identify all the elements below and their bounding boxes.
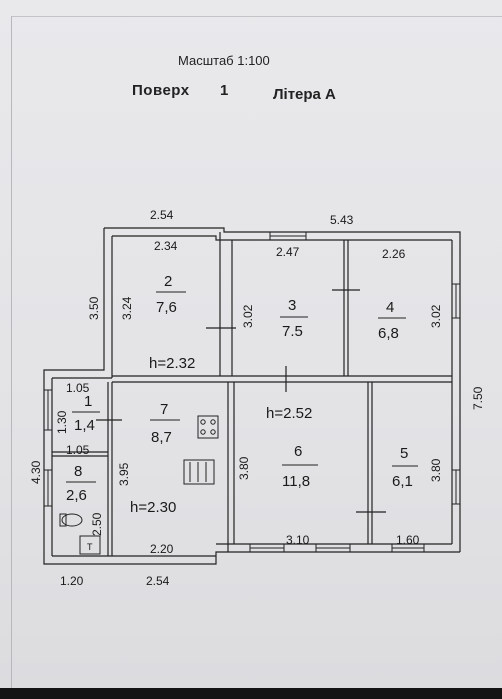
room-6-number: 6 [294, 443, 302, 460]
litera-label: Літера А [273, 86, 336, 103]
stove-icon [197, 415, 219, 439]
floor-label: Поверх [132, 82, 190, 99]
room-6: h=2.52 6 11,8 3.80 3.10 [237, 405, 312, 547]
room-7-number: 7 [160, 401, 168, 418]
room-6-area: 11,8 [282, 473, 310, 490]
doors [96, 289, 386, 513]
room-1-number: 1 [84, 393, 92, 410]
dim-top-left: 2.54 [150, 208, 174, 222]
room-2-number: 2 [164, 273, 172, 290]
room-1-length: 1.30 [55, 410, 69, 434]
room-3: 2.47 3.02 3 7.5 [241, 245, 303, 340]
kitchen-width: 2.20 [150, 542, 174, 556]
dim-left-upper: 3.50 [87, 296, 101, 320]
room-2-height: h=2.32 [149, 355, 195, 372]
toilet-mark: T [87, 542, 93, 552]
room-3-area: 7.5 [282, 323, 303, 340]
room-2-width: 2.34 [154, 239, 178, 253]
room-2-length: 3.24 [120, 296, 134, 320]
room-1-width: 1.05 [66, 381, 90, 395]
windows [43, 231, 461, 553]
room-5: 5 6,1 3.80 1.60 [392, 445, 443, 547]
room-3-width: 2.47 [276, 245, 300, 259]
room-6-length: 3.80 [237, 456, 251, 480]
toilet-mark-icon [79, 535, 101, 555]
room-3-length: 3.02 [241, 304, 255, 328]
dim-top-right: 5.43 [330, 213, 354, 227]
room-2: 2.34 3.24 2 7,6 h=2.32 [120, 239, 195, 372]
fraction-lines [66, 291, 418, 483]
room-1-area: 1,4 [74, 417, 95, 434]
room-8-length: 2.50 [90, 512, 104, 536]
room-7-length: 3.95 [117, 462, 131, 486]
room-2-area: 7,6 [156, 299, 177, 316]
floor-number: 1 [220, 82, 229, 99]
dim-bottom-left: 1.20 [60, 574, 84, 588]
room-7-height: h=2.30 [130, 499, 176, 516]
room-6-width: 3.10 [286, 533, 310, 547]
room-5-length: 3.80 [429, 458, 443, 482]
toilet-icon [59, 513, 83, 527]
interior-walls [52, 232, 452, 556]
room-4: 2.26 3.02 4 6,8 [378, 247, 443, 342]
sheet-frame [11, 16, 502, 689]
scale-label: Масштаб 1:100 [178, 53, 270, 68]
outer-walls [43, 227, 461, 565]
room-4-number: 4 [386, 299, 394, 316]
heater-icon [183, 459, 215, 485]
room-5-area: 6,1 [392, 473, 413, 490]
room-8: 1.05 2.50 8 2,6 [66, 443, 104, 536]
room-6-height: h=2.52 [266, 405, 312, 422]
room-8-number: 8 [74, 463, 82, 480]
room-7: 7 8,7 3.95 h=2.30 2.20 [117, 401, 176, 556]
room-5-number: 5 [400, 445, 408, 462]
room-4-width: 2.26 [382, 247, 406, 261]
dim-left-outer: 4.30 [29, 460, 43, 484]
room-1: 1.05 1.30 1 1,4 [55, 381, 95, 434]
room-8-width: 1.05 [66, 443, 90, 457]
bottom-strip [0, 688, 502, 699]
room-8-area: 2,6 [66, 487, 87, 504]
room-7-area: 8,7 [151, 429, 172, 446]
room-4-area: 6,8 [378, 325, 399, 342]
room-4-length: 3.02 [429, 304, 443, 328]
dim-right-outer: 7.50 [471, 386, 485, 410]
room-3-number: 3 [288, 297, 296, 314]
dim-bottom-mid: 2.54 [146, 574, 170, 588]
room-5-width: 1.60 [396, 533, 420, 547]
